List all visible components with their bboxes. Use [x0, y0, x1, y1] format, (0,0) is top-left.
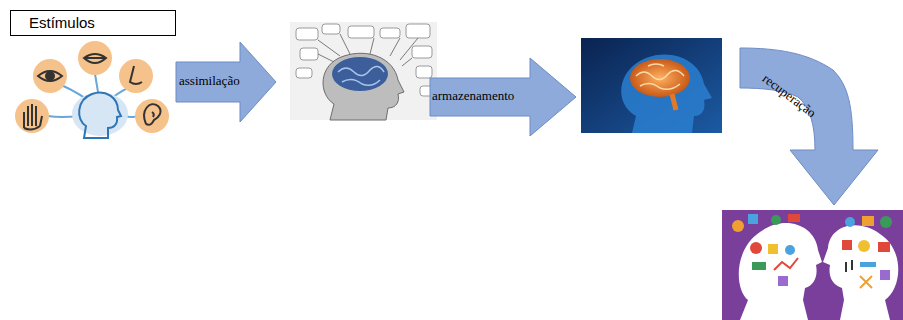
brain: [630, 59, 690, 97]
head-left: [739, 223, 822, 320]
arrow-label: assimilação: [179, 73, 240, 89]
head-silhouette: [621, 54, 712, 133]
sense-circles: [15, 41, 169, 133]
box-label: Estímulos: [29, 14, 95, 31]
stimulus-label-box: Estímulos: [10, 10, 176, 36]
brain-folds: [338, 66, 384, 85]
brain-folds: [636, 64, 684, 89]
brain: [332, 57, 388, 91]
curved-arrow-outline: [738, 45, 880, 207]
thinking-brain-image: [290, 22, 437, 120]
arrow-label: armazenamento: [432, 88, 514, 104]
block-arrow-shape: [430, 58, 576, 136]
curved-arrow: recuperação: [738, 45, 880, 207]
head-outline: [79, 93, 121, 138]
block-arrow-shape: [176, 42, 276, 122]
sense-icons: [24, 54, 161, 130]
thought-bubbles: [296, 24, 434, 96]
brain-storage-image: [581, 38, 722, 133]
block-arrow: armazenamento: [430, 58, 576, 136]
head-right: [823, 225, 898, 320]
curved-arrow-shape: [740, 48, 878, 205]
senses-illustration: [15, 41, 169, 138]
knowledge-icons: [732, 214, 892, 288]
knowledge-heads-image: [722, 210, 903, 320]
head-silhouette: [323, 53, 404, 120]
block-arrow: assimilação: [176, 42, 276, 122]
brain-stem: [672, 94, 676, 110]
